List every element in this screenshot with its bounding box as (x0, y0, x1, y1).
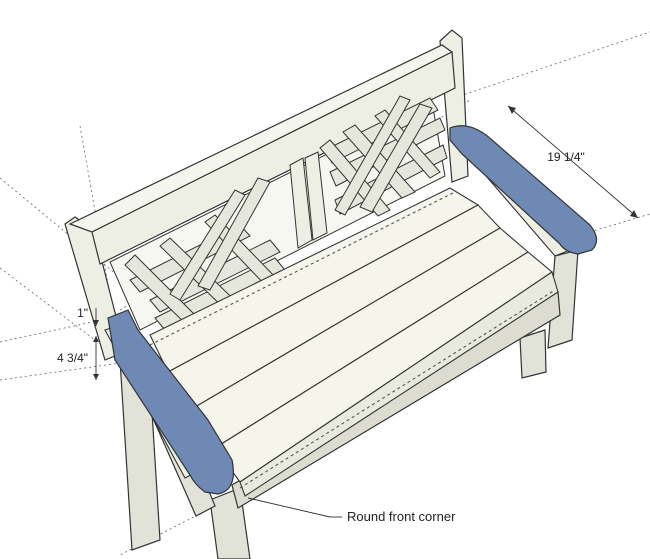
callout-round-corner: Round front corner (247, 497, 456, 524)
dimension-label-width: 4 3/4" (57, 351, 88, 365)
lattice-panel (109, 95, 448, 331)
dimension-armrest-width: 4 3/4" (57, 336, 99, 380)
dimension-label-depth: 19 1/4" (547, 150, 585, 164)
seat-slats (149, 187, 559, 497)
dimension-label-overhang: 1" (77, 306, 88, 320)
right-armrest (449, 125, 598, 255)
dimension-armrest-overhang: 1" (77, 306, 99, 326)
callout-label: Round front corner (347, 509, 456, 524)
left-armrest (107, 309, 234, 495)
back-top-rail (68, 44, 456, 265)
dimension-armrest-depth: 19 1/4" (507, 105, 639, 219)
